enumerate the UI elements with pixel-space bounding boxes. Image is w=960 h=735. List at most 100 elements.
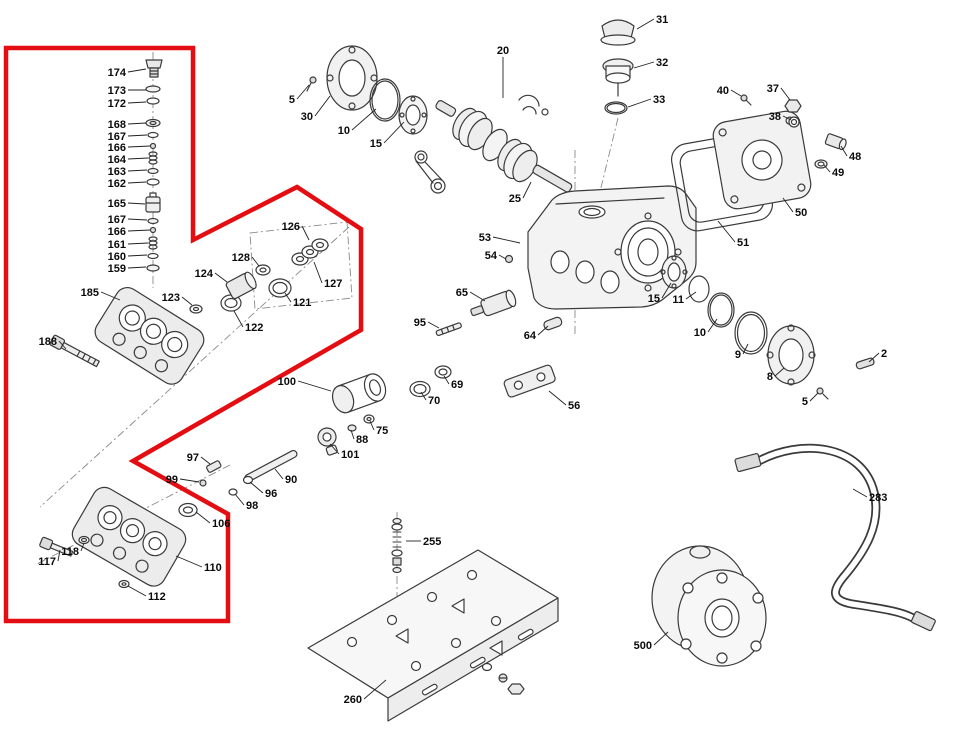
- hose-283-drawing: [734, 443, 936, 632]
- part-number-98: 98: [246, 500, 258, 512]
- crankshaft-drawing: [414, 94, 573, 194]
- leader-line-128: [251, 256, 260, 267]
- bolt-188-drawing: [49, 334, 100, 368]
- leader-line-260: [363, 679, 387, 700]
- part-number-50: 50: [795, 207, 807, 219]
- part-number-168: 168: [108, 119, 126, 131]
- hardware-stack-255-drawing: [391, 517, 403, 574]
- part-number-8: 8: [767, 371, 773, 383]
- leader-line-95: [427, 321, 440, 329]
- leader-line-185: [100, 291, 121, 301]
- part-number-185: 185: [81, 287, 99, 299]
- leader-line-188: [58, 340, 67, 350]
- part-number-25: 25: [509, 193, 521, 205]
- leader-line-64: [537, 325, 549, 336]
- part-number-161: 161: [108, 239, 126, 251]
- leader-line-53: [492, 236, 521, 244]
- part-number-167: 167: [108, 131, 126, 143]
- part-number-127: 127: [324, 278, 342, 290]
- leader-line-90: [274, 468, 284, 480]
- leader-line-161: [127, 242, 149, 245]
- leader-line-15: [383, 121, 405, 144]
- part-number-117: 117: [38, 556, 56, 568]
- part-number-30: 30: [301, 111, 313, 123]
- part-number-112: 112: [148, 591, 166, 603]
- part-number-172: 172: [108, 98, 126, 110]
- part-number-10: 10: [694, 327, 706, 339]
- part-number-11: 11: [672, 294, 684, 306]
- part-number-167: 167: [108, 214, 126, 226]
- part-number-174: 174: [108, 67, 127, 79]
- inlet-valve-stack-drawing: [145, 59, 163, 272]
- part-number-123: 123: [162, 292, 180, 304]
- part-number-95: 95: [414, 317, 426, 329]
- part-number-97: 97: [187, 452, 199, 464]
- rear-cover-drawing: [670, 94, 847, 232]
- leader-line-106: [195, 511, 211, 524]
- part-number-70: 70: [428, 395, 440, 407]
- leader-line-283: [852, 488, 868, 498]
- manifold-110-drawing: [39, 486, 187, 589]
- part-number-90: 90: [285, 474, 297, 486]
- part-number-33: 33: [653, 94, 665, 106]
- flange-500-drawing: [651, 545, 767, 667]
- leader-line-160: [127, 254, 148, 257]
- leader-line-49: [823, 164, 831, 173]
- leader-line-10: [351, 108, 377, 131]
- crankcase-drawing: [504, 185, 697, 310]
- part-number-48: 48: [849, 151, 861, 163]
- leader-line-11: [685, 291, 697, 300]
- highlight-region-outline: [3, 45, 364, 624]
- part-number-31: 31: [656, 14, 668, 26]
- part-number-283: 283: [869, 492, 887, 504]
- leader-line-174: [127, 68, 147, 73]
- part-number-69: 69: [451, 379, 463, 391]
- part-number-260: 260: [344, 694, 362, 706]
- part-number-37: 37: [767, 83, 779, 95]
- part-number-15: 15: [648, 293, 660, 305]
- leader-line-122: [233, 310, 244, 328]
- part-number-56: 56: [568, 400, 580, 412]
- part-number-160: 160: [108, 251, 126, 263]
- part-number-88: 88: [356, 434, 368, 446]
- leader-line-127: [313, 261, 323, 284]
- part-callouts: 1741731721681671661641631621651671661611…: [38, 14, 887, 706]
- leader-line-10: [707, 318, 718, 333]
- leader-line-166: [127, 145, 151, 148]
- leader-line-172: [127, 101, 147, 104]
- leader-line-159: [127, 266, 147, 269]
- part-number-165: 165: [108, 198, 126, 210]
- part-number-126: 126: [282, 221, 300, 233]
- leader-line-2: [868, 352, 880, 363]
- part-number-159: 159: [108, 263, 126, 275]
- part-number-121: 121: [293, 297, 311, 309]
- leader-line-51: [717, 220, 736, 243]
- part-number-164: 164: [108, 154, 127, 166]
- part-number-128: 128: [232, 252, 250, 264]
- part-number-166: 166: [108, 226, 126, 238]
- part-number-75: 75: [376, 425, 388, 437]
- leader-line-32: [633, 61, 655, 69]
- part-number-20: 20: [497, 45, 509, 57]
- leader-line-9: [742, 343, 749, 355]
- leader-line-124: [214, 272, 228, 283]
- part-number-40: 40: [717, 85, 729, 97]
- leader-line-101: [329, 443, 340, 455]
- leader-line-168: [127, 122, 147, 125]
- part-number-5: 5: [802, 396, 808, 408]
- part-number-9: 9: [735, 349, 741, 361]
- bearing-cover-drawing: [306, 45, 428, 135]
- part-number-5: 5: [289, 94, 295, 106]
- seal-train-drawing: [660, 255, 875, 400]
- part-number-32: 32: [656, 57, 668, 69]
- leader-line-97: [200, 456, 211, 465]
- leader-line-75: [369, 420, 375, 431]
- plunger-group-drawing: [178, 289, 563, 518]
- part-number-65: 65: [456, 287, 468, 299]
- part-number-188: 188: [39, 336, 57, 348]
- part-number-122: 122: [245, 322, 263, 334]
- leader-line-65: [469, 291, 486, 302]
- leader-line-166: [127, 229, 151, 232]
- leader-line-165: [127, 202, 146, 205]
